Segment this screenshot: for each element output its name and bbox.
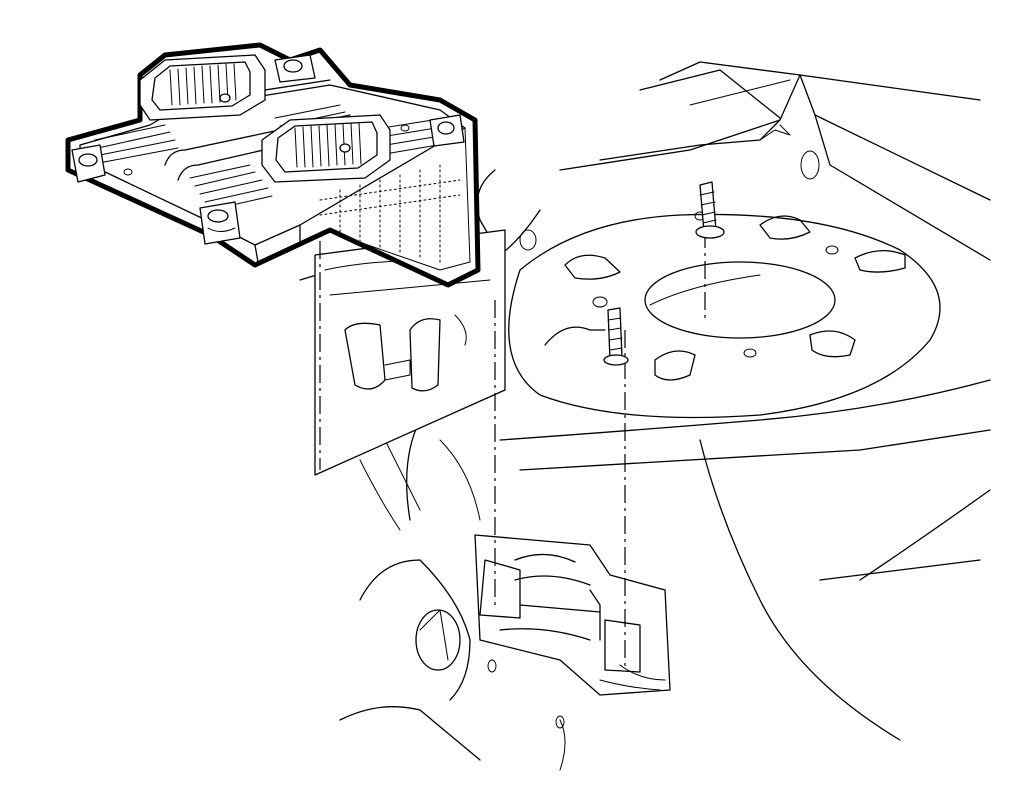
connector-1	[139, 54, 266, 121]
control-module	[65, 42, 481, 288]
mounting-stud-2	[603, 307, 629, 366]
vehicle-body-panel	[299, 61, 991, 771]
connector-2	[261, 114, 391, 183]
mounting-stud-1	[695, 181, 725, 239]
cooling-fins-left	[94, 124, 273, 211]
mounting-ear-rear	[274, 54, 316, 83]
mounting-ear-left	[71, 144, 106, 183]
mounting-ear-front	[199, 201, 241, 245]
mounting-bracket	[314, 229, 671, 696]
alignment-lines	[319, 210, 706, 670]
mounting-ear-right	[429, 114, 465, 147]
